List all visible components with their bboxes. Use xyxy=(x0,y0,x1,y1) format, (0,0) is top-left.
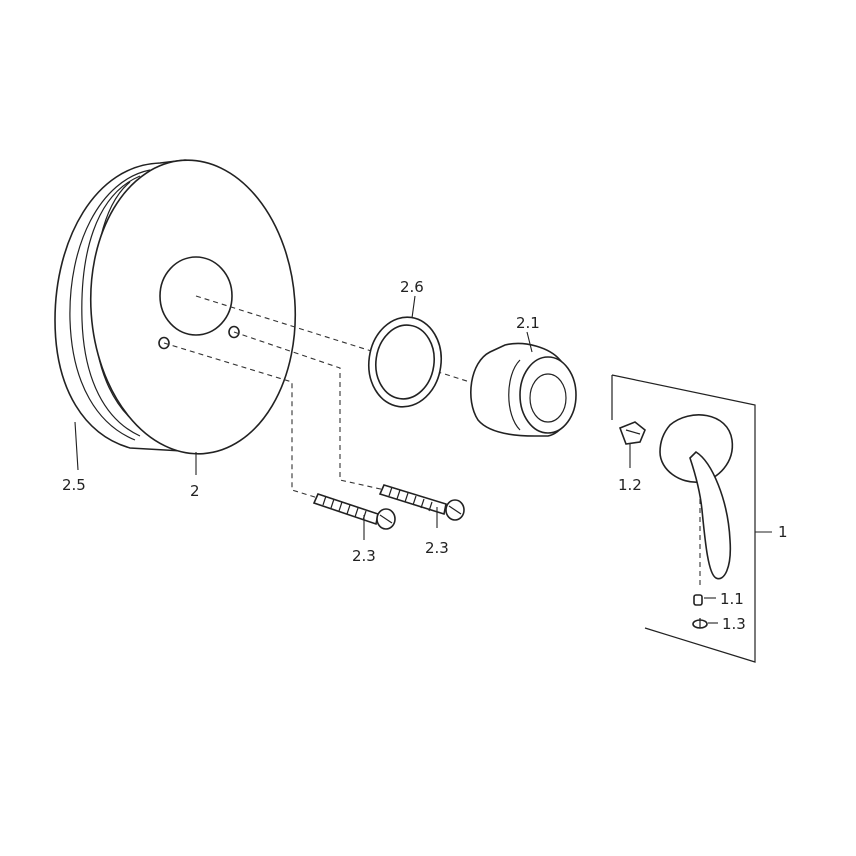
sleeve xyxy=(470,342,577,437)
assembly-lines xyxy=(163,295,701,585)
label-2-5: 2.5 xyxy=(62,476,86,494)
label-2-6: 2.6 xyxy=(400,278,424,296)
label-2-3-left: 2.3 xyxy=(352,547,376,565)
label-2-1: 2.1 xyxy=(516,314,540,332)
label-1-3: 1.3 xyxy=(722,615,746,633)
o-ring xyxy=(368,316,442,408)
screw-left xyxy=(312,493,396,530)
leader-lines xyxy=(74,295,772,624)
label-1-1: 1.1 xyxy=(720,590,744,608)
label-1-2: 1.2 xyxy=(618,476,642,494)
label-2: 2 xyxy=(190,482,200,500)
label-1: 1 xyxy=(778,523,788,541)
handle-assembly xyxy=(611,374,756,663)
label-2-3-right: 2.3 xyxy=(425,539,449,557)
cover-plate xyxy=(54,159,297,455)
cap-block xyxy=(618,421,646,445)
screw-right xyxy=(378,484,465,521)
part-labels: 2.5 2 2.6 2.1 2.3 2.3 1.2 1 1.1 1.3 xyxy=(62,278,788,633)
